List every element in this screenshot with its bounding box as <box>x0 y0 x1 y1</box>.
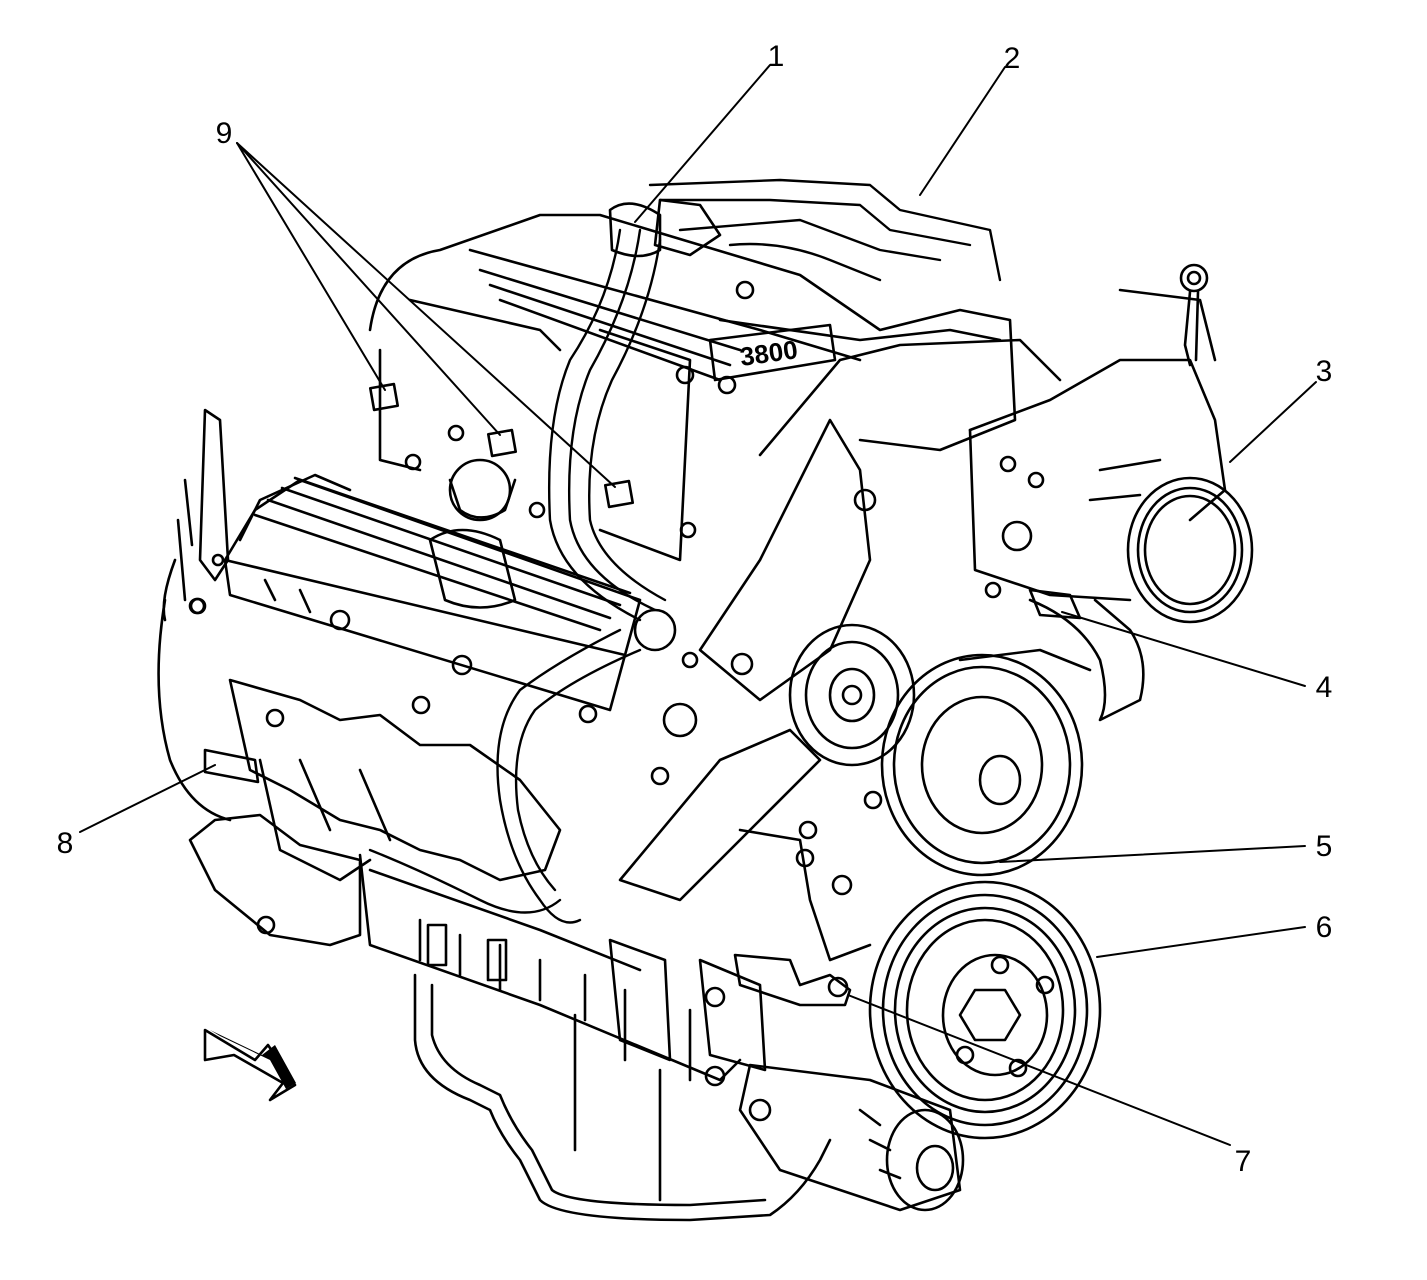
front-valve-cover <box>223 473 642 712</box>
ignition-coil-pack <box>608 198 722 258</box>
view-direction-arrow-icon <box>203 1028 297 1102</box>
leader-line-9c <box>236 142 616 488</box>
callout-labels: 1 2 3 4 5 6 7 8 9 <box>57 40 1333 1178</box>
spark-plug-wires <box>368 178 1002 924</box>
leader-line-2 <box>919 66 1006 196</box>
engine-badge: 3800 <box>708 323 837 382</box>
leader-line-6 <box>1096 926 1306 958</box>
bolts <box>188 280 1045 1122</box>
callout-2: 2 <box>1004 42 1021 75</box>
crankshaft-balancer <box>868 880 1102 1140</box>
oil-pan <box>413 973 832 1222</box>
leader-line-4 <box>1061 611 1306 687</box>
callout-7: 7 <box>1235 1145 1252 1178</box>
engine-block <box>358 828 872 1082</box>
callout-4: 4 <box>1316 671 1333 704</box>
idler-pulley <box>788 623 916 767</box>
crank-position-sensor <box>733 953 852 1007</box>
callout-3: 3 <box>1316 355 1333 388</box>
knock-sensor <box>203 748 260 784</box>
water-pump-pulley <box>880 653 1084 877</box>
leader-lines <box>79 64 1317 1146</box>
oil-dipstick <box>1179 263 1209 367</box>
leader-line-9b <box>236 142 501 436</box>
callout-1: 1 <box>768 40 785 73</box>
exhaust-manifold <box>228 678 562 882</box>
bell-housing <box>157 408 362 947</box>
leader-line-8 <box>79 764 216 833</box>
leader-line-3 <box>1229 381 1317 463</box>
leader-line-5 <box>999 845 1306 863</box>
callout-9: 9 <box>216 117 233 150</box>
oil-filter <box>738 1063 965 1212</box>
intake-plenum <box>368 213 1017 562</box>
leader-line-7 <box>847 994 1231 1146</box>
oil-filler-cap <box>428 458 517 609</box>
callout-5: 5 <box>1316 830 1333 863</box>
callout-8: 8 <box>57 827 74 860</box>
leader-line-1 <box>634 64 771 223</box>
accessory-bracket <box>618 338 1062 902</box>
leader-line-9a <box>236 142 386 391</box>
callout-6: 6 <box>1316 911 1333 944</box>
